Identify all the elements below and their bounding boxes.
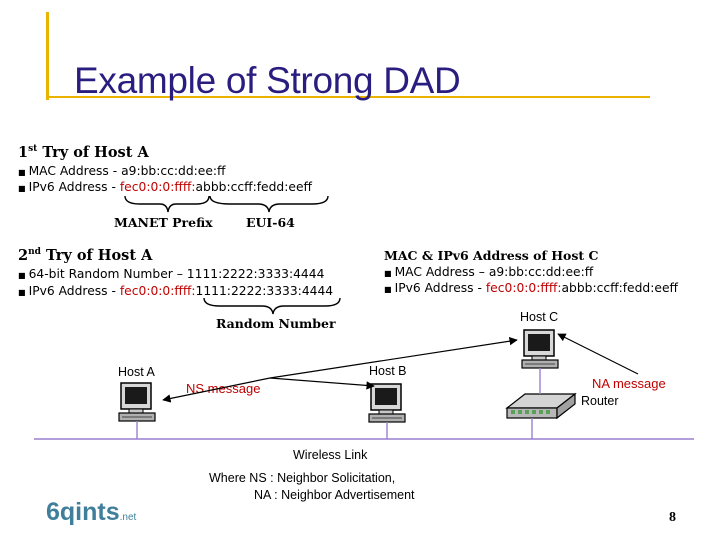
page-number: 8: [669, 510, 676, 525]
label-host-a: Host A: [118, 365, 155, 379]
try1-ipv6-line: ■IPv6 Address - fec0:0:0:ffff:abbb:ccff:…: [18, 180, 312, 194]
label-ns-message: NS message: [186, 381, 261, 396]
label-host-c: Host C: [520, 310, 559, 324]
logo-6qints: 6qints.net: [46, 498, 137, 526]
ns-arrow-to-host-b: [269, 377, 375, 390]
ns-arrow-to-host-a: [162, 377, 271, 403]
try2-ipv6-suffix: 1111:2222:3333:4444: [195, 284, 334, 298]
label-wireless-link: Wireless Link: [293, 448, 368, 462]
footnote-line1: Where NS : Neighbor Solicitation,: [209, 471, 396, 485]
brace-label-random-number: Random Number: [216, 316, 336, 331]
ns-arrow-to-host-c: [269, 336, 518, 379]
bullet-icon: ■: [18, 271, 26, 280]
try2-heading: 2nd Try of Host A: [18, 247, 153, 264]
hostc-ipv6-suffix: abbb:ccff:fedd:eeff: [561, 281, 678, 295]
try1-ipv6-prefix: fec0:0:0:ffff:: [119, 180, 196, 194]
bullet-icon: ■: [18, 184, 26, 193]
hostc-ipv6-prefix: fec0:0:0:ffff:: [485, 281, 562, 295]
slide-title: Example of Strong DAD: [74, 60, 461, 101]
try2-ipv6-prefix: fec0:0:0:ffff:: [119, 284, 196, 298]
bullet-icon: ■: [384, 269, 392, 278]
hostc-ipv6-line: ■IPv6 Address - fec0:0:0:ffff:abbb:ccff:…: [384, 281, 678, 295]
try2-random-line: ■64-bit Random Number – 1111:2222:3333:4…: [18, 267, 325, 281]
accent-rule-horizontal: [46, 96, 650, 98]
try1-mac-line: ■MAC Address - a9:bb:cc:dd:ee:ff: [18, 164, 226, 178]
host-c-computer-icon: [521, 329, 559, 369]
brace-eui64: [209, 195, 329, 213]
brace-label-manet-prefix: MANET Prefix: [114, 215, 213, 230]
hostc-mac-line: ■MAC Address – a9:bb:cc:dd:ee:ff: [384, 265, 594, 279]
brace-random-number: [203, 297, 341, 315]
bullet-icon: ■: [18, 288, 26, 297]
try1-ipv6-suffix: abbb:ccff:fedd:eeff: [195, 180, 312, 194]
na-arrow: [557, 333, 639, 375]
footnote-line2: NA : Neighbor Advertisement: [254, 488, 415, 502]
router-switch-icon: [505, 392, 577, 439]
bullet-icon: ■: [384, 285, 392, 294]
host-b-computer-icon: [368, 383, 406, 439]
hostc-heading: MAC & IPv6 Address of Host C: [384, 248, 599, 263]
label-host-b: Host B: [369, 364, 407, 378]
label-router: Router: [581, 394, 619, 408]
brace-manet-prefix: [124, 195, 210, 213]
try1-heading: 1st Try of Host A: [18, 144, 149, 161]
label-na-message: NA message: [592, 376, 666, 391]
bullet-icon: ■: [18, 168, 26, 177]
brace-label-eui64: EUI-64: [246, 215, 295, 230]
host-a-computer-icon: [118, 382, 156, 439]
accent-bar-vertical: [46, 12, 49, 100]
try2-ipv6-line: ■IPv6 Address - fec0:0:0:ffff:1111:2222:…: [18, 284, 334, 298]
